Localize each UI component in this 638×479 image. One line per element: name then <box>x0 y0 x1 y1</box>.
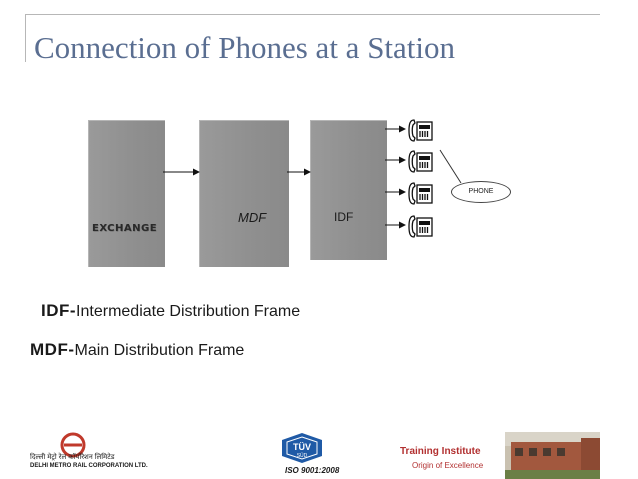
idf-abbreviation: IDF- <box>41 301 77 320</box>
idf-block <box>310 120 387 260</box>
phone-callout-line <box>439 149 462 184</box>
side-rule <box>25 14 26 62</box>
idf-definition-text: Intermediate Distribution Frame <box>76 303 301 320</box>
dmrc-english-name: DELHI METRO RAIL CORPORATION LTD. <box>30 463 148 469</box>
iso-certification: ISO 9001:2008 <box>285 466 340 475</box>
training-institute-title: Training Institute <box>400 446 481 457</box>
svg-text:TÜV: TÜV <box>293 442 311 452</box>
phone-callout: PHONE <box>451 181 511 203</box>
mdf-definition: MDF-Main Distribution Frame <box>30 340 244 360</box>
idf-definition: IDF-Intermediate Distribution Frame <box>41 301 300 321</box>
top-rule <box>25 14 600 15</box>
dmrc-logo-icon <box>60 432 86 458</box>
building-photo <box>505 432 600 479</box>
telephone-icon <box>408 119 433 142</box>
mdf-label: MDF <box>238 210 267 225</box>
exchange-label: EXCHANGE <box>92 223 158 234</box>
mdf-abbreviation: MDF- <box>30 340 75 359</box>
training-institute-tagline: Origin of Excellence <box>412 461 484 470</box>
svg-text:SÜD: SÜD <box>297 452 308 459</box>
slide-title: Connection of Phones at a Station <box>34 30 456 65</box>
tuv-logo-icon: TÜV SÜD <box>282 433 322 463</box>
mdf-definition-text: Main Distribution Frame <box>74 342 245 359</box>
telephone-icon <box>408 215 433 238</box>
mdf-block <box>199 120 289 267</box>
telephone-icon <box>408 182 433 205</box>
telephone-icon <box>408 150 433 173</box>
idf-label: IDF <box>334 210 354 224</box>
dmrc-hindi-name: दिल्ली मेट्रो रेल कॉर्पोरेशन लिमिटेड <box>30 454 115 461</box>
exchange-block <box>88 120 165 267</box>
